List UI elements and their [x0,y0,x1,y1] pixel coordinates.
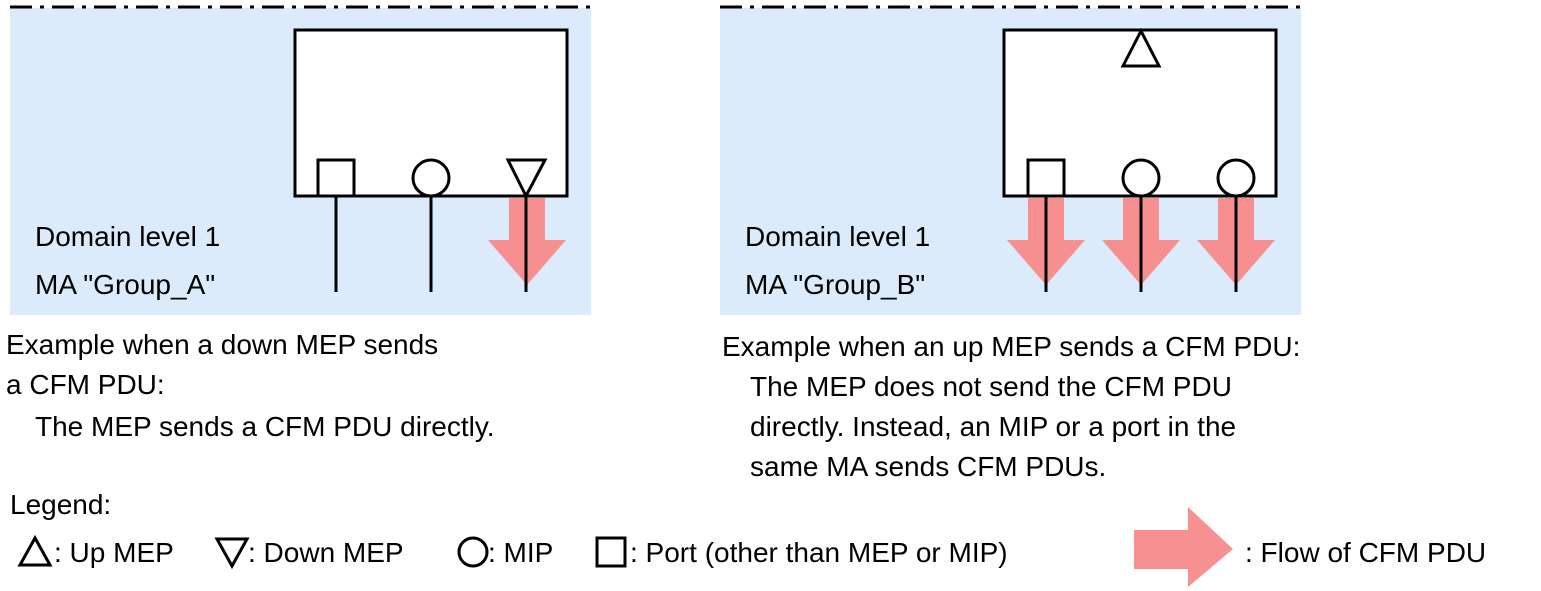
left-panel: Domain level 1 MA "Group_A" Example when… [6,5,591,442]
caption-right-line2: The MEP does not send the CFM PDU [750,371,1232,402]
legend-up-mep-icon [17,534,53,567]
legend-down-mep-label: : Down MEP [248,537,404,568]
mip-symbol-left [411,158,451,198]
port-symbol-left [316,158,356,198]
legend-mip-label: : MIP [488,537,553,568]
domain-level-label-left: Domain level 1 [35,221,220,252]
legend-flow-label: : Flow of CFM PDU [1245,537,1486,568]
up-mep-symbol [1120,27,1162,68]
ma-label-right: MA "Group_B" [745,269,925,300]
legend-port-label: : Port (other than MEP or MIP) [630,537,1008,568]
caption-right-line4: same MA sends CFM PDUs. [750,451,1106,482]
mip-symbol-right-1 [1121,158,1161,198]
caption-left-line3: The MEP sends a CFM PDU directly. [35,411,495,442]
port-symbol-right [1026,158,1066,198]
legend-title: Legend: [10,489,111,520]
caption-left-line1: Example when a down MEP sends [6,329,438,360]
caption-right-line3: directly. Instead, an MIP or a port in t… [750,411,1236,442]
legend: Legend: : Up MEP : Down MEP : MIP : Port… [10,489,1486,587]
caption-right-line1: Example when an up MEP sends a CFM PDU: [722,331,1300,362]
legend-flow-arrow-icon [1134,507,1233,587]
legend-mip-icon [457,536,489,568]
domain-level-label-right: Domain level 1 [745,221,930,252]
ma-label-left: MA "Group_A" [35,269,215,300]
legend-up-mep-label: : Up MEP [54,537,174,568]
mip-symbol-right-2 [1216,158,1256,198]
right-panel: Domain level 1 MA "Group_B" Example when… [720,5,1301,482]
legend-port-icon [595,536,627,568]
caption-left-line2: a CFM PDU: [6,369,165,400]
legend-down-mep-icon [214,537,250,570]
down-mep-symbol [505,158,548,200]
